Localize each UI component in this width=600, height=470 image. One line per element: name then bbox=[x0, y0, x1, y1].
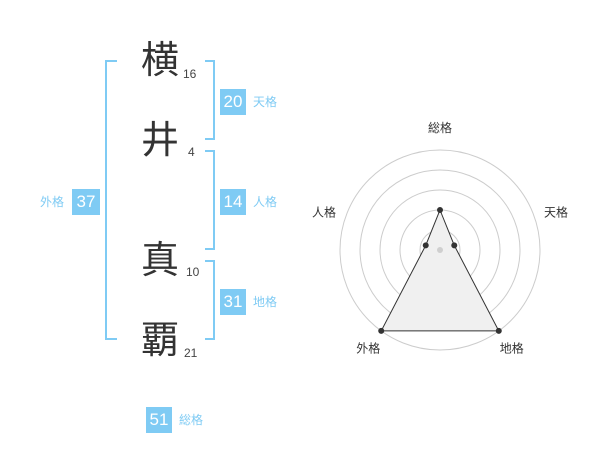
gaikaku-bracket bbox=[105, 60, 117, 340]
chikaku-badge: 31 bbox=[220, 289, 246, 315]
kanji-1: 横 bbox=[141, 38, 180, 82]
soukaku-label: 総格 bbox=[179, 413, 204, 427]
tenkaku-label: 天格 bbox=[253, 95, 278, 109]
radar-axis-label: 人格 bbox=[312, 204, 336, 219]
kanji-3: 真 bbox=[141, 238, 180, 282]
jinkaku-label: 人格 bbox=[253, 195, 278, 209]
radar-point-4 bbox=[422, 242, 429, 249]
radar-axis-label: 地格 bbox=[500, 341, 524, 356]
radar-axis-label: 総格 bbox=[428, 120, 452, 135]
chikaku-label: 地格 bbox=[253, 295, 278, 309]
kanji-4: 覇 bbox=[141, 318, 180, 362]
radar-ring bbox=[339, 149, 541, 351]
radar-center bbox=[437, 247, 443, 253]
stroke-count-1: 16 bbox=[183, 67, 197, 81]
radar-polygon bbox=[380, 208, 500, 332]
stroke-count-3: 10 bbox=[186, 265, 200, 279]
gaikaku-badge: 37 bbox=[72, 189, 100, 215]
gaikaku-label: 外格 bbox=[40, 195, 65, 209]
radar-axis-label: 外格 bbox=[356, 341, 380, 356]
kanji-2: 井 bbox=[141, 118, 180, 162]
tenkaku-badge: 20 bbox=[220, 89, 246, 115]
stroke-count-4: 21 bbox=[184, 346, 198, 360]
tenkaku-bracket bbox=[205, 60, 215, 140]
radar-point-2 bbox=[495, 327, 502, 334]
stroke-count-2: 4 bbox=[188, 145, 195, 159]
jinkaku-bracket bbox=[205, 150, 215, 250]
radar-point-0 bbox=[437, 207, 443, 213]
radar-points bbox=[378, 207, 502, 334]
jinkaku-badge: 14 bbox=[220, 189, 246, 215]
radar-point-1 bbox=[451, 242, 458, 249]
radar-point-3 bbox=[378, 327, 385, 334]
chikaku-bracket bbox=[205, 260, 215, 340]
soukaku-badge: 51 bbox=[146, 407, 172, 433]
radar-axis-label: 天格 bbox=[544, 204, 568, 219]
